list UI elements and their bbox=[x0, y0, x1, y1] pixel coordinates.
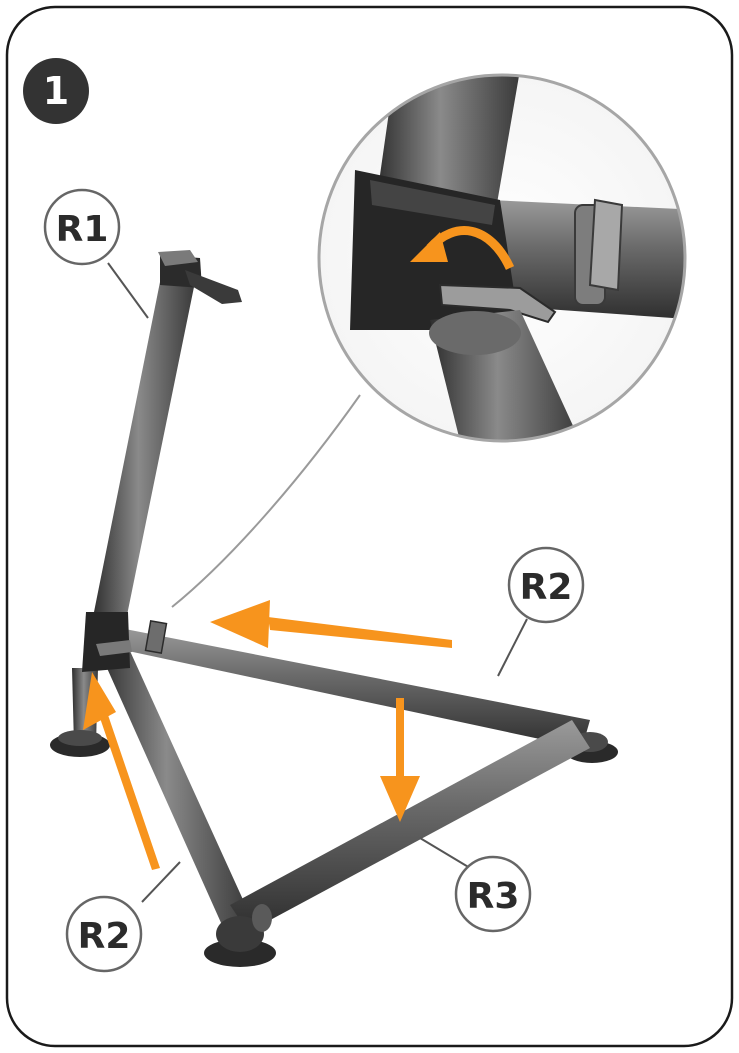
arrow-left-icon bbox=[210, 600, 452, 648]
callout-r2-right: R2 bbox=[507, 546, 585, 624]
arrow-down-icon bbox=[380, 698, 420, 822]
callout-r2-right-label: R2 bbox=[520, 567, 573, 608]
callout-leaders bbox=[107, 262, 528, 903]
zoom-detail bbox=[317, 73, 687, 443]
step-badge: 1 bbox=[23, 58, 89, 124]
callout-r1-label: R1 bbox=[56, 209, 109, 250]
arrow-up-icon bbox=[83, 672, 160, 870]
callout-r2-left-label: R2 bbox=[78, 916, 131, 957]
right-tube bbox=[114, 628, 590, 748]
upright-tube bbox=[92, 282, 195, 625]
callout-r2-left: R2 bbox=[65, 895, 143, 973]
left-diagonal-tube bbox=[98, 640, 250, 925]
foot-bottom bbox=[204, 939, 276, 967]
step-number: 1 bbox=[43, 69, 69, 113]
joint-block bbox=[82, 612, 130, 672]
right-collar bbox=[144, 619, 168, 655]
stand-assembly bbox=[50, 250, 618, 967]
callout-r1: R1 bbox=[43, 188, 121, 266]
callout-r3-label: R3 bbox=[467, 876, 520, 917]
zoom-connector-line bbox=[171, 394, 361, 608]
callout-r3: R3 bbox=[454, 855, 532, 933]
cross-tube bbox=[230, 720, 590, 932]
orange-arrows bbox=[83, 600, 452, 870]
